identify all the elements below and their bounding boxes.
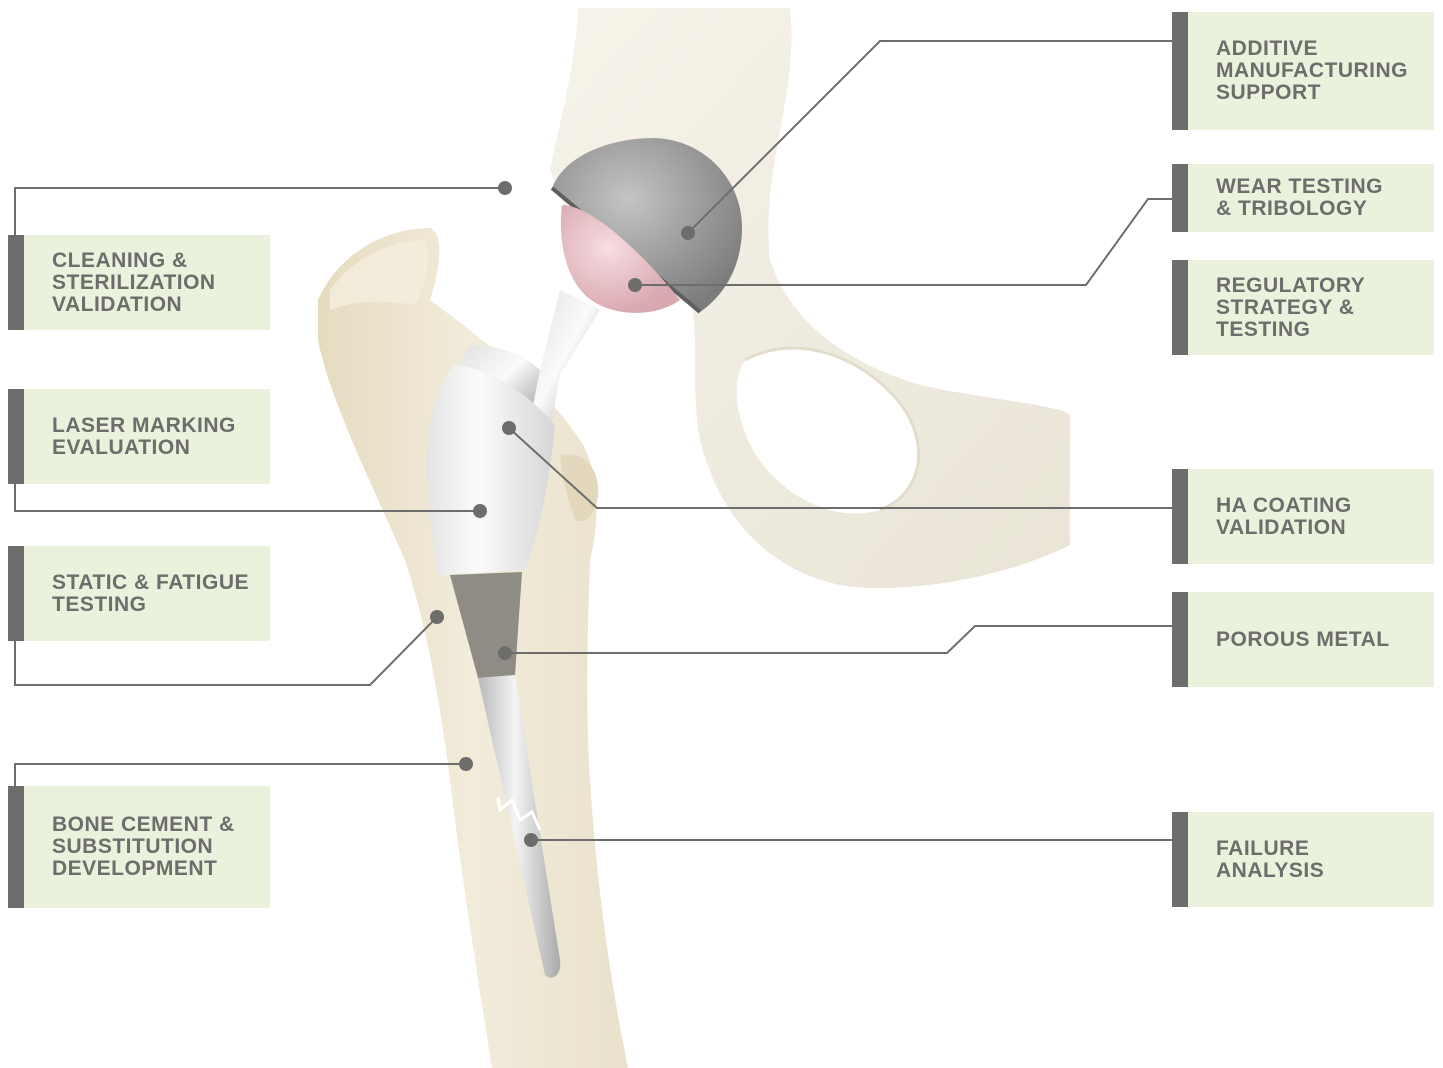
label-accent-bar bbox=[1172, 592, 1188, 687]
label-wear-testing-tribology: WEAR TESTING & TRIBOLOGY bbox=[1172, 164, 1434, 232]
label-porous-metal: POROUS METAL bbox=[1172, 592, 1434, 687]
label-text: LASER MARKING EVALUATION bbox=[52, 415, 262, 459]
label-accent-bar bbox=[1172, 164, 1188, 232]
label-text: STATIC & FATIGUE TESTING bbox=[52, 572, 262, 616]
label-text: ADDITIVE MANUFACTURING SUPPORT bbox=[1216, 38, 1426, 104]
label-laser-marking-evaluation: LASER MARKING EVALUATION bbox=[8, 389, 270, 484]
label-text: REGULATORY STRATEGY & TESTING bbox=[1216, 275, 1426, 341]
label-failure-analysis: FAILURE ANALYSIS bbox=[1172, 812, 1434, 907]
label-bone-cement-substitution-development: BONE CEMENT & SUBSTITUTION DEVELOPMENT bbox=[8, 786, 270, 908]
label-accent-bar bbox=[8, 235, 24, 330]
label-accent-bar bbox=[1172, 469, 1188, 564]
label-ha-coating-validation: HA COATING VALIDATION bbox=[1172, 469, 1434, 564]
label-accent-bar bbox=[8, 389, 24, 484]
label-text: HA COATING VALIDATION bbox=[1216, 495, 1426, 539]
label-text: POROUS METAL bbox=[1216, 629, 1426, 651]
label-additive-manufacturing-support: ADDITIVE MANUFACTURING SUPPORT bbox=[1172, 12, 1434, 130]
label-accent-bar bbox=[1172, 812, 1188, 907]
label-text: BONE CEMENT & SUBSTITUTION DEVELOPMENT bbox=[52, 814, 262, 880]
label-text: FAILURE ANALYSIS bbox=[1216, 838, 1426, 882]
label-static-fatigue-testing: STATIC & FATIGUE TESTING bbox=[8, 546, 270, 641]
label-accent-bar bbox=[1172, 12, 1188, 130]
label-accent-bar bbox=[8, 546, 24, 641]
label-text: CLEANING & STERILIZATION VALIDATION bbox=[52, 250, 262, 316]
femoral-neck bbox=[530, 290, 600, 420]
label-cleaning-sterilization-validation: CLEANING & STERILIZATION VALIDATION bbox=[8, 235, 270, 330]
label-regulatory-strategy-testing: REGULATORY STRATEGY & TESTING bbox=[1172, 260, 1434, 355]
label-text: WEAR TESTING & TRIBOLOGY bbox=[1216, 176, 1426, 220]
label-accent-bar bbox=[8, 786, 24, 908]
label-accent-bar bbox=[1172, 260, 1188, 355]
